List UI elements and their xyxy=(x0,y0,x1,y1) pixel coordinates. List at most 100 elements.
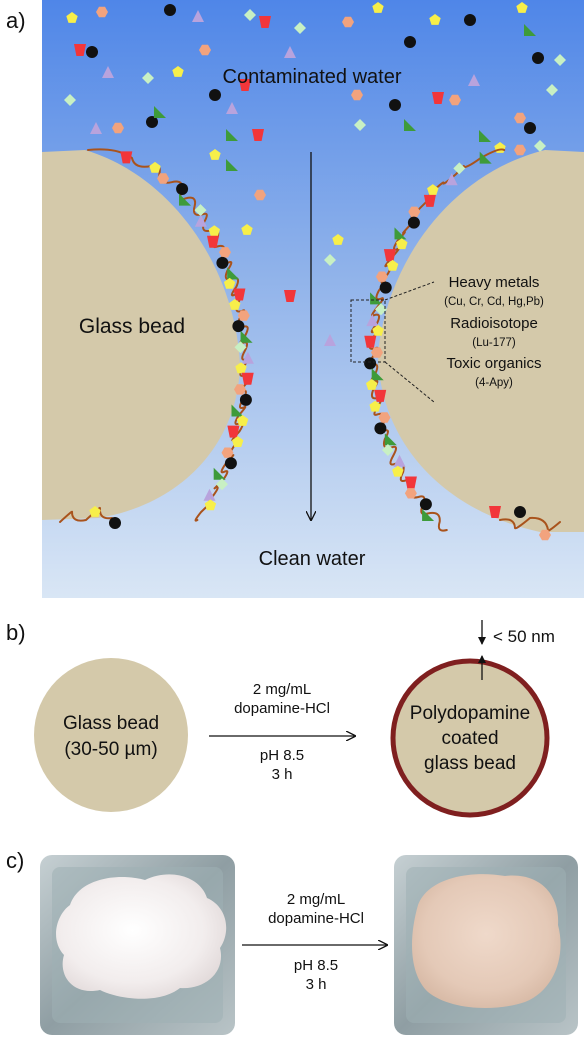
white-glass-bead-powder xyxy=(56,874,227,999)
contaminant-purple-triangle xyxy=(192,10,204,22)
contaminant-black-circle xyxy=(532,52,544,64)
contaminant-green-triangle xyxy=(394,227,407,240)
contaminant-mint-diamond xyxy=(554,54,566,66)
contaminant-peach-hexagon xyxy=(199,44,211,56)
contaminant-yellow-pentagon xyxy=(208,225,220,237)
contaminant-purple-triangle xyxy=(194,214,207,227)
contaminant-mint-diamond xyxy=(534,140,546,152)
callout-radioisotope-name: (Lu-177) xyxy=(472,337,516,349)
contaminant-red-trapezoid xyxy=(404,476,417,489)
polymer-chain xyxy=(499,516,561,532)
contaminant-purple-triangle xyxy=(324,334,336,346)
contaminant-black-circle xyxy=(86,46,98,58)
contaminant-black-circle xyxy=(514,506,526,518)
left-glass-bead xyxy=(42,150,240,520)
tan-coated-bead-powder xyxy=(412,874,561,1008)
callout-line-top xyxy=(384,281,435,301)
contaminant-black-circle xyxy=(464,14,476,26)
contaminant-peach-hexagon xyxy=(351,89,363,101)
contaminant-black-circle xyxy=(524,122,536,134)
contaminant-green-triangle xyxy=(179,193,191,206)
contaminant-black-circle xyxy=(389,99,401,111)
contaminant-red-trapezoid xyxy=(423,194,436,207)
contaminant-callout: Heavy metals (Cu, Cr, Cd, Hg,Pb) Radiois… xyxy=(444,274,544,389)
right-glass-bead xyxy=(378,150,584,532)
contaminant-yellow-pentagon xyxy=(429,14,441,25)
photo-uncoated-beads xyxy=(40,855,235,1035)
contaminant-yellow-pentagon xyxy=(366,379,378,390)
contaminant-yellow-pentagon xyxy=(396,238,408,250)
callout-heavy-metals-list: (Cu, Cr, Cd, Hg,Pb) xyxy=(444,296,544,308)
polydopamine-coated-bead xyxy=(390,658,550,818)
contaminant-yellow-pentagon xyxy=(372,2,384,13)
contaminant-peach-hexagon xyxy=(221,447,234,458)
panel-a-label: a) xyxy=(6,8,26,33)
panel-b-label: b) xyxy=(6,620,26,645)
contaminant-yellow-pentagon xyxy=(369,400,381,412)
panel-a: a) Contaminated water Clean water Glass … xyxy=(6,0,584,598)
contaminant-yellow-pentagon xyxy=(172,66,184,77)
contaminant-yellow-pentagon xyxy=(372,324,384,336)
reagent-line1: 2 mg/mL xyxy=(253,681,311,698)
photo-coated-beads xyxy=(394,855,578,1035)
contaminant-mint-diamond xyxy=(216,478,228,491)
contaminant-yellow-pentagon xyxy=(332,234,344,245)
contaminant-green-triangle xyxy=(422,509,435,521)
polymer-chain xyxy=(87,148,251,522)
contaminant-yellow-pentagon xyxy=(392,465,404,477)
contaminant-green-triangle xyxy=(240,330,253,343)
callout-heavy-metals: Heavy metals xyxy=(449,274,540,291)
contaminant-red-trapezoid xyxy=(74,44,86,56)
uncoated-bead-label-line1: Glass bead xyxy=(63,713,159,734)
contaminant-black-circle xyxy=(232,320,245,333)
contaminant-yellow-pentagon xyxy=(516,2,528,13)
contaminant-red-trapezoid xyxy=(284,290,296,302)
contaminant-red-trapezoid xyxy=(364,335,377,348)
contaminant-mint-diamond xyxy=(194,204,207,217)
contaminant-yellow-pentagon xyxy=(235,362,247,374)
contaminant-black-circle xyxy=(404,36,416,48)
photo-reagent-line2: dopamine-HCl xyxy=(268,910,364,927)
contaminant-green-triangle xyxy=(371,368,384,381)
contaminant-red-trapezoid xyxy=(239,79,251,91)
photo-reagent-line1: 2 mg/mL xyxy=(287,891,345,908)
contaminant-black-circle xyxy=(419,498,432,511)
contaminant-yellow-pentagon xyxy=(232,436,244,447)
panel-c-label: c) xyxy=(6,848,24,873)
contaminant-green-triangle xyxy=(231,404,244,417)
contaminant-peach-hexagon xyxy=(234,384,246,395)
uncoated-bead-label-line2: (30-50 µm) xyxy=(64,739,157,760)
contaminant-red-trapezoid xyxy=(207,235,219,248)
contaminant-black-circle xyxy=(224,457,237,470)
contaminant-purple-triangle xyxy=(468,74,480,86)
contaminant-mint-diamond xyxy=(354,119,366,131)
contaminant-red-trapezoid xyxy=(259,16,271,28)
coated-bead-label-line1: Polydopamine xyxy=(410,703,530,724)
contaminant-purple-triangle xyxy=(445,173,458,186)
callout-toxic-organics-name: (4-Apy) xyxy=(475,377,513,389)
contaminated-water-label: Contaminated water xyxy=(223,66,402,88)
photo-condition-time: 3 h xyxy=(306,976,327,993)
contaminant-peach-hexagon xyxy=(514,144,526,156)
contaminant-green-triangle xyxy=(370,292,383,305)
uncoated-glass-bead xyxy=(34,658,188,812)
contaminant-mint-diamond xyxy=(64,94,76,106)
contaminant-purple-triangle xyxy=(90,122,102,134)
contaminant-black-circle xyxy=(146,116,158,128)
contaminant-mint-diamond xyxy=(244,9,256,21)
floating-contaminants xyxy=(64,2,566,346)
contaminant-black-circle xyxy=(209,89,221,101)
contaminant-mint-diamond xyxy=(375,303,387,316)
callout-line-bottom xyxy=(384,361,435,403)
contaminant-red-trapezoid xyxy=(241,372,254,385)
contaminant-yellow-pentagon xyxy=(149,161,161,173)
contaminant-peach-hexagon xyxy=(112,122,124,134)
contaminant-mint-diamond xyxy=(324,254,336,266)
contaminant-red-trapezoid xyxy=(383,249,396,262)
contaminant-yellow-pentagon xyxy=(386,259,399,271)
right-adsorbed-contaminants xyxy=(364,151,492,521)
contaminant-peach-hexagon xyxy=(378,412,391,423)
coating-thickness-label: < 50 nm xyxy=(493,627,555,646)
contaminant-peach-hexagon xyxy=(404,488,417,499)
